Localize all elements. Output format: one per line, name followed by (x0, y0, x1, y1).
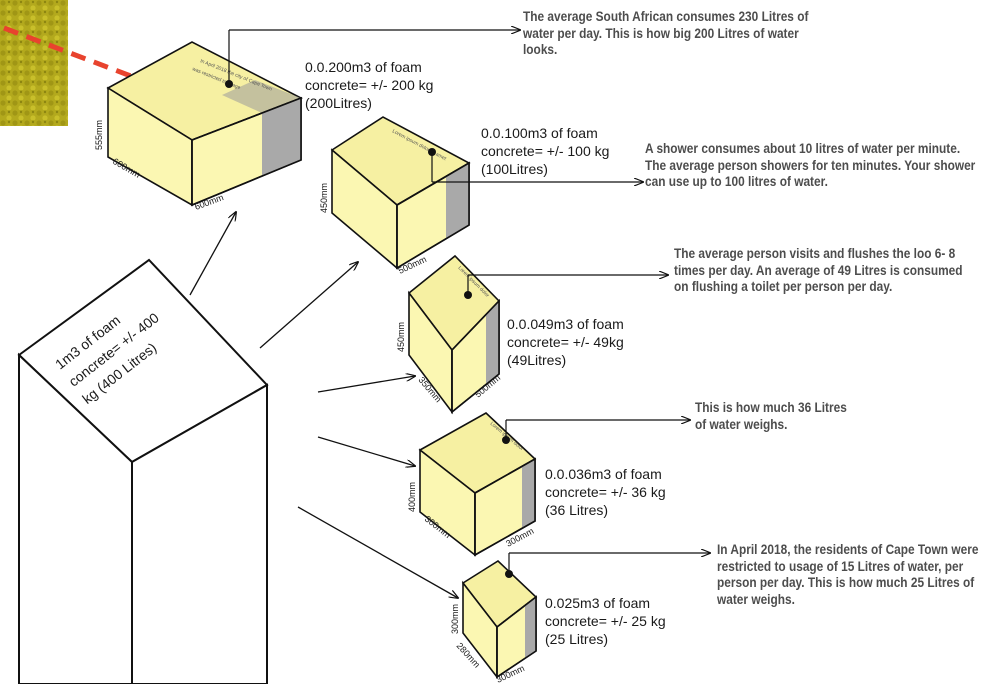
note-100l: A shower consumes about 10 litres of wat… (645, 141, 976, 189)
map-thumbnail (0, 0, 68, 126)
block-25l: 300mm 280mm 300mm (450, 559, 538, 684)
block-200l-volume: 0.0.200m3 of foam (305, 59, 422, 75)
block-100l-volume: 0.0.100m3 of foam (481, 125, 598, 141)
block-25l-volume: 0.025m3 of foam (545, 595, 651, 611)
block-200l-dim-height: 555mm (94, 120, 104, 150)
block-200l-litres: (200Litres) (305, 95, 372, 111)
block-100l-litres: (100Litres) (481, 161, 548, 177)
block-100l-weight: concrete= +/- 100 kg (481, 143, 610, 159)
block-25l-spec: 0.025m3 of foam concrete= +/- 25 kg (25 … (545, 594, 666, 648)
block-36l-spec: 0.0.036m3 of foam concrete= +/- 36 kg (3… (545, 465, 666, 519)
block-36l: Lorem ipsum dolor 400mm 300mm 300mm (407, 412, 537, 557)
block-25l-dim-height: 300mm (450, 604, 460, 634)
block-200l-spec: 0.0.200m3 of foam concrete= +/- 200 kg (… (305, 58, 433, 112)
block-36l-dim-height: 400mm (407, 482, 417, 512)
block-36l-weight: concrete= +/- 36 kg (545, 484, 666, 500)
block-100l-spec: 0.0.100m3 of foam concrete= +/- 100 kg (… (481, 124, 609, 178)
block-49l: Lorem ipsum dolor 450mm 350mm 500mm (396, 254, 502, 415)
block-25l-weight: concrete= +/- 25 kg (545, 613, 666, 629)
block-36l-litres: (36 Litres) (545, 502, 609, 518)
block-36l-volume: 0.0.036m3 of foam (545, 466, 662, 482)
main-cube: 1m3 of foam concrete= +/- 400 kg (400 Li… (17, 258, 269, 684)
note-49l: The average person visits and flushes th… (674, 246, 963, 294)
block-49l-spec: 0.0.049m3 of foam concrete= +/- 49kg (49… (507, 315, 624, 369)
block-200l-weight: concrete= +/- 200 kg (305, 77, 434, 93)
block-49l-litres: (49Litres) (507, 352, 567, 368)
distribution-arrows (189, 212, 458, 598)
note-36l: This is how much 36 Litres of water weig… (695, 400, 847, 432)
block-49l-volume: 0.0.049m3 of foam (507, 316, 624, 332)
block-49l-weight: concrete= +/- 49kg (507, 334, 624, 350)
block-200l: In April 2018 the city of Cape Town was … (94, 41, 303, 212)
block-49l-dim-height: 450mm (396, 322, 406, 352)
block-100l: Lorem ipsum dolor sit amet 450mm 500mm (319, 116, 471, 276)
block-25l-litres: (25 Litres) (545, 631, 609, 647)
block-100l-dim-height: 450mm (319, 183, 329, 213)
note-200l: The average South African consumes 230 L… (523, 9, 809, 57)
note-25l: In April 2018, the residents of Cape Tow… (717, 542, 979, 607)
